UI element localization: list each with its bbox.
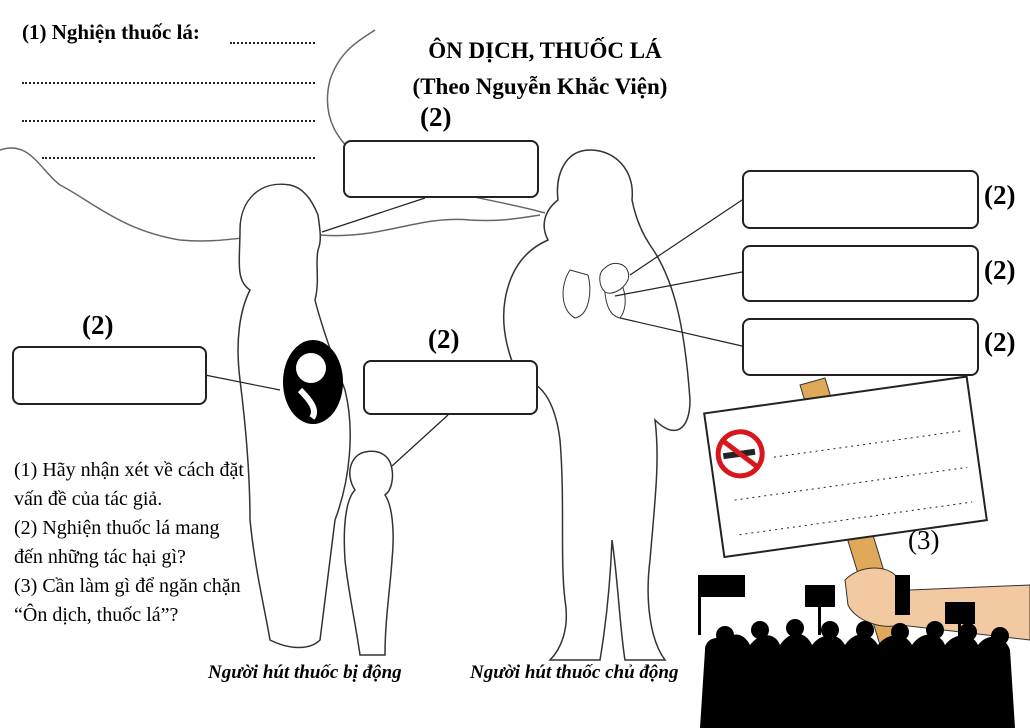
- hand: [844, 567, 1030, 641]
- page-subtitle: (Theo Nguyễn Khắc Viện): [412, 74, 668, 99]
- protest-crowd: [698, 575, 1015, 728]
- label-heart: (2): [984, 180, 1016, 210]
- answer-line[interactable]: [22, 82, 315, 84]
- child-silhouette: [343, 450, 394, 656]
- questions: (1) Hãy nhận xét về cách đặt vấn đề của …: [14, 456, 244, 630]
- question-3: (3) Cần làm gì để ngăn chặn “Ôn dịch, th…: [14, 575, 241, 626]
- protest-sign: [703, 375, 988, 559]
- answer-box-child[interactable]: [363, 360, 538, 415]
- page-title: ÔN DỊCH, THUỐC LÁ: [428, 38, 662, 63]
- answer-line[interactable]: [22, 120, 315, 122]
- smoker-silhouette: [502, 149, 691, 661]
- caption-passive-smoker: Người hút thuốc bị động: [208, 662, 402, 683]
- label-lung: (2): [984, 255, 1016, 285]
- label-mouth: (2): [420, 102, 452, 132]
- no-smoking-icon: [715, 429, 765, 479]
- label-sign: (3): [908, 525, 940, 555]
- answer-line[interactable]: [230, 42, 315, 44]
- heart: [599, 262, 630, 294]
- answer-box-heart[interactable]: [742, 170, 979, 229]
- caption-active-smoker: Người hút thuốc chủ động: [470, 662, 679, 683]
- label-child: (2): [428, 324, 460, 354]
- pregnant-woman-silhouette: [237, 183, 351, 649]
- answer-box-mouth[interactable]: [343, 140, 539, 198]
- answer-line[interactable]: [42, 157, 315, 159]
- label-stomach: (2): [984, 327, 1016, 357]
- answer-box-stomach[interactable]: [742, 318, 979, 376]
- answer-box-lung[interactable]: [742, 245, 979, 302]
- question-2: (2) Nghiện thuốc lá mang đến những tác h…: [14, 517, 220, 568]
- question-1: (1) Hãy nhận xét về cách đặt vấn đề của …: [14, 459, 244, 510]
- answer-box-fetus[interactable]: [12, 346, 207, 405]
- answer-prompt: (1) Nghiện thuốc lá:: [22, 20, 200, 44]
- label-fetus: (2): [82, 310, 114, 340]
